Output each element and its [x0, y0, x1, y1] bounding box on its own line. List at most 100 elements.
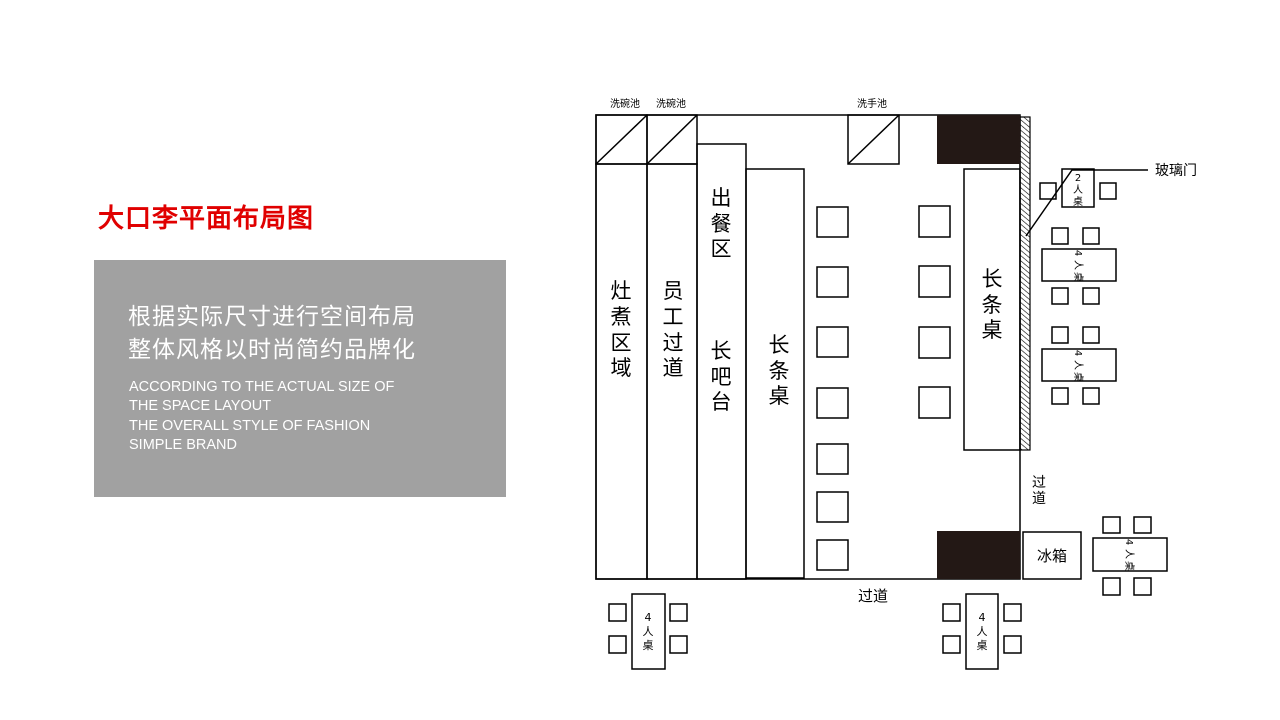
glass-door-label: 玻璃门: [1155, 162, 1197, 179]
staff-passage-char: 工: [663, 305, 684, 329]
hand-sink-label: 洗手池: [857, 97, 887, 110]
stool: [816, 539, 849, 571]
dishwash-sink-label-1: 洗碗池: [610, 97, 640, 110]
four-seat-table-e: [965, 593, 999, 670]
chair: [1003, 603, 1022, 622]
passage-bottom-label: 过道: [858, 587, 888, 605]
four-seat-char: 4: [1072, 350, 1083, 356]
long-table-right-char: 桌: [982, 318, 1003, 342]
fridge-label: 冰箱: [1037, 547, 1067, 565]
two-seat-char: 桌: [1073, 195, 1083, 208]
four-seat-char: 人: [1072, 360, 1084, 370]
hand-sink: [847, 114, 900, 165]
description-en-line-3: THE OVERALL STYLE OF FASHION: [129, 417, 371, 434]
chair: [1051, 227, 1069, 245]
four-seat-char: 4: [1123, 539, 1134, 545]
chair: [1099, 182, 1117, 200]
stool: [918, 205, 951, 238]
four-seat-char: 桌: [1072, 272, 1085, 282]
chair: [942, 635, 961, 654]
long-bar-char: 台: [711, 390, 732, 414]
serving-area-char: 出: [711, 186, 732, 210]
long-table-right-char: 长: [982, 267, 1003, 291]
chair: [1082, 326, 1100, 344]
long-table-right-char: 条: [982, 293, 1003, 317]
chair: [669, 635, 688, 654]
long-bar-char: 长: [711, 339, 732, 363]
chair: [1082, 387, 1100, 405]
serving-area-char: 区: [711, 237, 732, 261]
four-seat-char: 4: [979, 611, 986, 624]
four-seat-char: 人: [977, 625, 988, 638]
description-en-line-2: THE SPACE LAYOUT: [129, 398, 272, 415]
description-en: ACCORDING TO THE ACTUAL SIZE OF THE SPAC…: [129, 378, 394, 455]
chair: [1102, 577, 1121, 596]
dark-block-top: [937, 115, 1020, 164]
four-seat-table-d: [631, 593, 666, 670]
four-seat-char: 4: [1072, 250, 1083, 256]
passage-side-char: 道: [1032, 491, 1046, 507]
cooking-area-char: 灶: [611, 279, 632, 303]
four-seat-char: 桌: [1123, 561, 1136, 571]
long-bar-char: 吧: [711, 365, 732, 389]
staff-passage-char: 过: [663, 331, 684, 355]
four-seat-char: 桌: [977, 639, 988, 652]
chair: [669, 603, 688, 622]
two-seat-char: 2: [1075, 173, 1081, 184]
chair: [1039, 182, 1057, 200]
description-panel: 根据实际尺寸进行空间布局 整体风格以时尚简约品牌化 ACCORDING TO T…: [94, 260, 506, 497]
two-seat-table: [1061, 168, 1095, 208]
stool: [918, 386, 951, 419]
chair: [1102, 516, 1121, 534]
cooking-area-char: 煮: [611, 305, 632, 329]
description-en-line-4: SIMPLE BRAND: [129, 436, 237, 453]
four-seat-table-b: [1041, 348, 1117, 382]
dishwash-sink-label-2: 洗碗池: [656, 97, 686, 110]
four-seat-char: 人: [1072, 260, 1084, 270]
stool: [816, 387, 849, 419]
two-seat-char: 人: [1073, 184, 1083, 196]
chair: [1082, 227, 1100, 245]
chair: [1133, 516, 1152, 534]
stool: [816, 326, 849, 358]
stool: [918, 265, 951, 298]
stool: [918, 326, 951, 359]
long-table-left-char: 长: [769, 333, 790, 357]
chair: [942, 603, 961, 622]
four-seat-table-a: [1041, 248, 1117, 282]
staff-passage-char: 员: [663, 279, 684, 303]
page-title: 大口李平面布局图: [98, 204, 315, 234]
cooking-area-char: 区: [611, 331, 632, 355]
glass-door-callout: [1025, 169, 1148, 237]
glass-door: [1019, 116, 1031, 451]
dark-block-bottom: [937, 531, 1020, 579]
chair: [1051, 287, 1069, 305]
description-cn-line-2: 整体风格以时尚简约品牌化: [128, 337, 416, 363]
chair: [1003, 635, 1022, 654]
chair: [1051, 326, 1069, 344]
passage-side-char: 过: [1032, 475, 1046, 491]
chair: [1082, 287, 1100, 305]
long-table-left: [745, 168, 805, 579]
four-seat-char: 人: [643, 625, 654, 638]
four-seat-char: 4: [645, 611, 652, 624]
description-en-line-1: ACCORDING TO THE ACTUAL SIZE OF: [129, 379, 395, 395]
long-table-left-char: 桌: [769, 384, 790, 408]
four-seat-table-c: [1092, 537, 1168, 572]
four-seat-char: 人: [1123, 549, 1135, 559]
fridge: [1022, 531, 1082, 580]
stool: [816, 491, 849, 523]
stool: [816, 443, 849, 475]
long-table-left-char: 条: [769, 359, 790, 383]
stool: [816, 206, 849, 238]
outer-wall: [595, 114, 1021, 580]
serving-area-char: 餐: [711, 212, 732, 236]
chair: [1051, 387, 1069, 405]
four-seat-char: 桌: [1072, 372, 1085, 382]
stool: [816, 266, 849, 298]
staff-passage-char: 道: [663, 356, 684, 380]
chair: [608, 603, 627, 622]
chair: [1133, 577, 1152, 596]
four-seat-char: 桌: [643, 639, 654, 652]
